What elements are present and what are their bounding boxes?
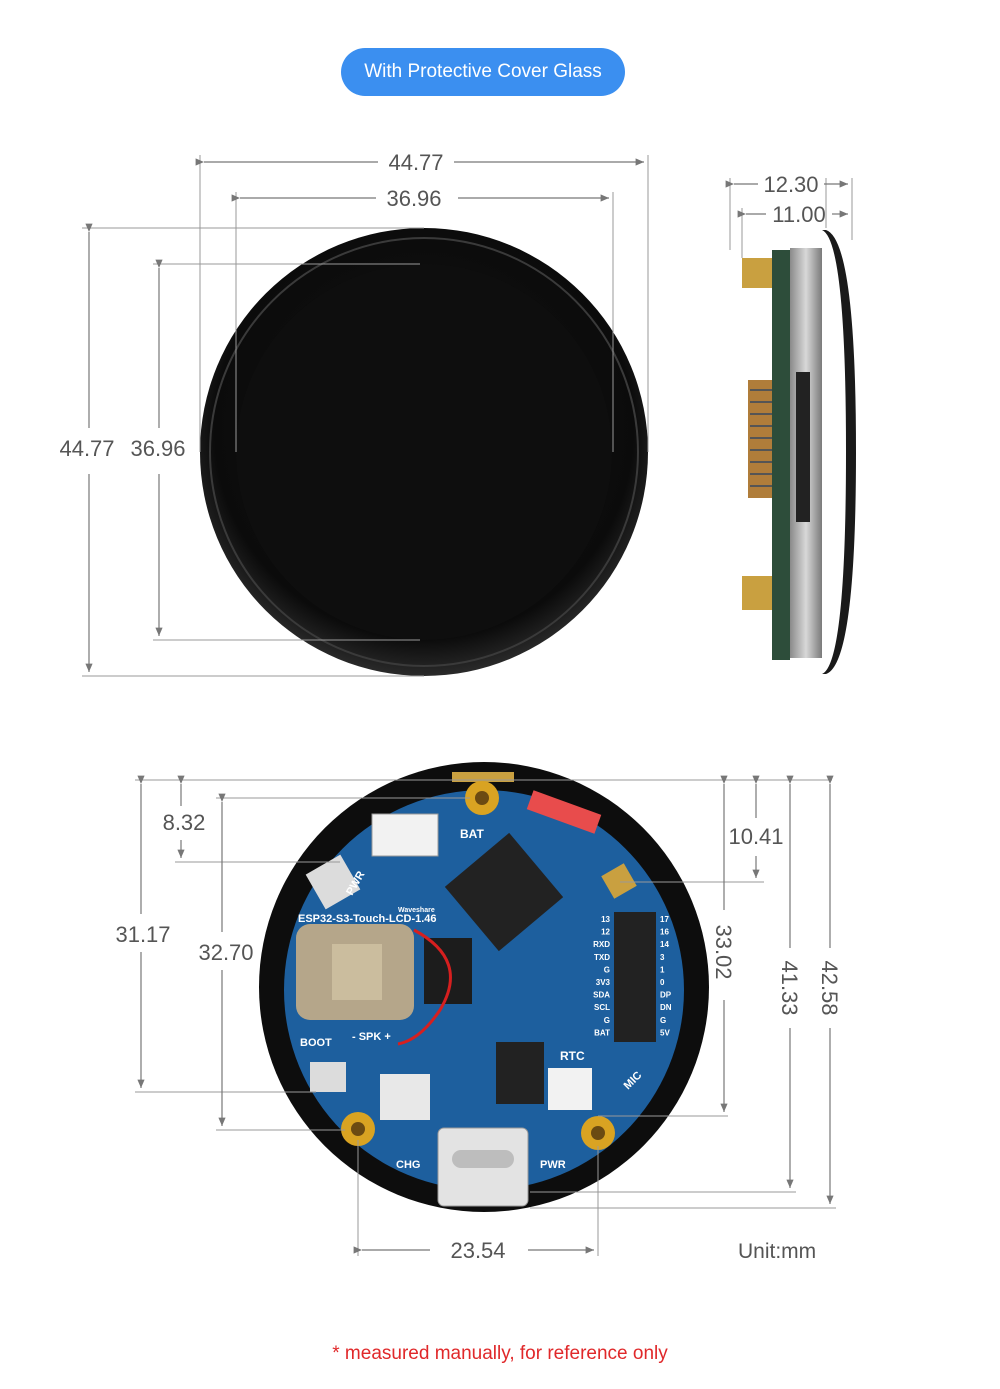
pin-label-left: SDA <box>593 991 610 1000</box>
pin-label-left: G <box>604 965 610 974</box>
silk-bat: BAT <box>460 827 484 841</box>
cover-glass-badge: With Protective Cover Glass <box>341 48 625 96</box>
pin-label-right: 3 <box>660 953 665 962</box>
pin-label-right: 0 <box>660 978 665 987</box>
dim-front-inner-height: 36.96 <box>130 436 185 461</box>
silk-boot: BOOT <box>300 1037 332 1049</box>
dim-back-32-70: 32.70 <box>198 940 253 965</box>
speaker-wire <box>397 928 452 1046</box>
pin-label-left: 13 <box>601 915 610 924</box>
side-pcb <box>772 250 790 660</box>
pin-label-right: DP <box>660 991 672 1000</box>
pin-label-left: 12 <box>601 928 610 937</box>
rtc-chip <box>496 1042 544 1104</box>
pin-label-left: RXD <box>593 940 610 949</box>
dim-side-board-depth: 11.00 <box>772 202 825 227</box>
battery-connector <box>371 813 439 857</box>
warning-label <box>526 790 602 834</box>
pin-label-right: 16 <box>660 928 669 937</box>
pin-label-left: TXD <box>594 953 610 962</box>
back-view: ESP32-S3-Touch-LCD-1.46 BAT PWR Waveshar… <box>115 762 842 1263</box>
pin-label-left: SCL <box>594 1003 610 1012</box>
glass-rim <box>209 237 639 667</box>
silk-brand: Waveshare <box>398 907 435 914</box>
pin-label-left: BAT <box>594 1028 610 1037</box>
unit-label: Unit:mm <box>738 1240 817 1263</box>
silk-chg: CHG <box>396 1159 420 1171</box>
pwr-button[interactable] <box>305 854 361 910</box>
dim-front-outer-width: 44.77 <box>388 150 443 175</box>
dim-back-8-32: 8.32 <box>163 810 206 835</box>
esp32-chip <box>444 832 564 952</box>
display-area <box>236 264 612 640</box>
side-standoff-bottom <box>742 576 772 610</box>
boot-button[interactable] <box>310 1062 346 1092</box>
dim-back-23-54: 23.54 <box>450 1238 505 1263</box>
mounting-holes <box>341 781 615 1150</box>
pin-label-right: G <box>660 1016 666 1025</box>
pin-label-right: DN <box>660 1003 672 1012</box>
dim-back-42-58: 42.58 <box>817 960 842 1015</box>
pin-label-left: G <box>604 1016 610 1025</box>
silk-rtc: RTC <box>560 1049 585 1063</box>
front-view: 44.77 36.96 44.77 36.96 <box>59 150 649 677</box>
dim-back-31-17: 31.17 <box>115 922 170 947</box>
side-glass-edge <box>822 230 856 674</box>
silk-board-label: ESP32-S3-Touch-LCD-1.46 <box>298 913 437 925</box>
top-fpc <box>452 772 514 782</box>
pin-label-right: 17 <box>660 915 669 924</box>
gpio-header[interactable] <box>614 912 656 1042</box>
measurement-footnote: * measured manually, for reference only <box>332 1343 668 1364</box>
antenna-connector <box>601 863 637 899</box>
pin-label-right: 14 <box>660 940 669 949</box>
side-display-fpc <box>796 372 810 522</box>
dim-front-inner-width: 36.96 <box>386 186 441 211</box>
dim-front-outer-height: 44.77 <box>59 436 114 461</box>
pin-label-right: 1 <box>660 965 665 974</box>
side-standoff-top <box>742 258 772 288</box>
rtc-connector <box>548 1068 592 1110</box>
pin-label-right: 5V <box>660 1028 670 1037</box>
dim-back-33-02: 33.02 <box>711 924 736 979</box>
silk-pins-right: 17 16 14 3 1 0DP DN G 5V <box>660 915 672 1037</box>
pin-label-left: 3V3 <box>596 978 611 987</box>
silk-spk: - SPK + <box>352 1031 391 1043</box>
dim-side-total-depth: 12.30 <box>763 172 818 197</box>
dim-back-10-41: 10.41 <box>728 824 783 849</box>
silk-pwr2: PWR <box>540 1159 566 1171</box>
side-view: 12.30 11.00 <box>725 172 856 674</box>
user-button[interactable] <box>380 1074 430 1120</box>
dim-back-41-33: 41.33 <box>777 960 802 1015</box>
